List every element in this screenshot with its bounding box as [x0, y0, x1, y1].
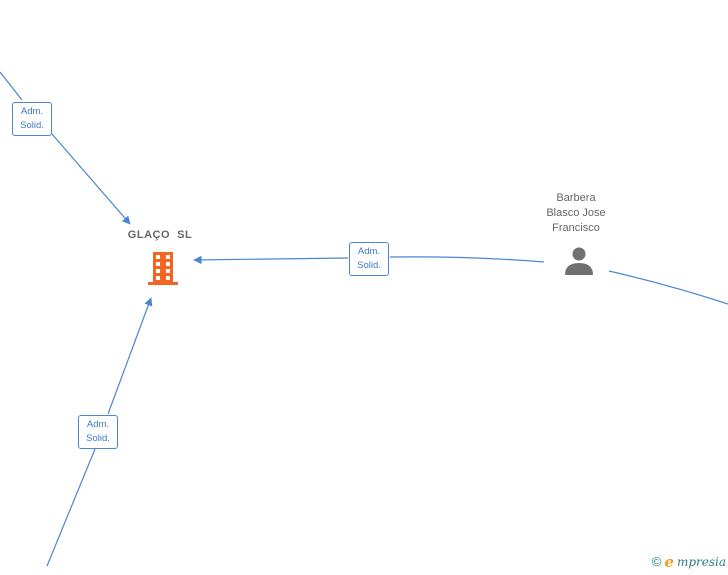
brand-logo-letter: e	[664, 553, 674, 571]
building-icon[interactable]	[146, 248, 180, 286]
edge-label-line: Solid.	[86, 433, 110, 444]
edge-line-bottom-left	[46, 298, 151, 567]
company-name[interactable]: GLAÇO SL	[127, 229, 193, 241]
person-name-line: Barbera	[556, 192, 596, 204]
edge-label-bottom-left[interactable]: Adm. Solid.	[78, 415, 118, 449]
person-name-line: Francisco	[552, 222, 600, 234]
edge-line-right-offscreen	[608, 270, 728, 305]
edge-line-top-left	[0, 71, 130, 224]
copyright-icon: ©	[651, 554, 662, 569]
person-name[interactable]: Barbera Blasco Jose Francisco	[526, 191, 626, 236]
edge-label-line: Adm.	[357, 246, 381, 257]
person-icon[interactable]	[563, 245, 595, 277]
edge-label-line: Adm.	[20, 106, 44, 117]
edge-label-line: Adm.	[86, 419, 110, 430]
edge-line-person	[194, 257, 545, 262]
edge-label-person[interactable]: Adm. Solid.	[349, 242, 389, 276]
edge-label-top-left[interactable]: Adm. Solid.	[12, 102, 52, 136]
edge-label-line: Solid.	[20, 120, 44, 131]
edge-label-line: Solid.	[357, 260, 381, 271]
person-name-line: Blasco Jose	[546, 207, 606, 219]
brand-logo-text: mpresia	[676, 555, 726, 569]
